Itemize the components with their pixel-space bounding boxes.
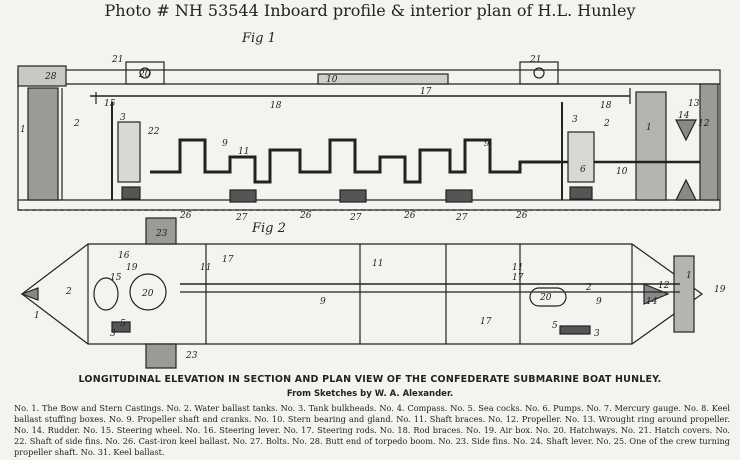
fwd-hatch: [125, 61, 165, 85]
plan-label-11: 11: [200, 263, 211, 273]
label-26c: 26: [515, 211, 528, 221]
label-2b: 2: [603, 119, 610, 129]
label-1b: 1: [20, 125, 26, 135]
plan-label-23b: 23: [185, 351, 198, 361]
drawing-caption: LONGITUDINAL ELEVATION IN SECTION AND PL…: [78, 374, 662, 385]
plan-label-19: 19: [126, 263, 138, 273]
label-2: 2: [73, 119, 80, 129]
plan-label-15: 15: [110, 273, 122, 283]
plan-label-17c: 17: [222, 255, 234, 265]
plan-label-2: 2: [65, 287, 72, 297]
label-27: 27: [235, 213, 248, 223]
stern-casting: [635, 91, 667, 201]
plan-label-20: 20: [141, 289, 154, 299]
label-6: 6: [580, 165, 586, 175]
plan-label-20b: 20: [539, 293, 552, 303]
label-1: 1: [646, 123, 652, 133]
label-17: 17: [420, 87, 432, 97]
label-14: 14: [678, 111, 690, 121]
plan-label-16: 16: [118, 251, 130, 261]
plan-label-2b: 2: [585, 283, 592, 293]
label-9: 9: [222, 139, 228, 149]
plan-label-19b: 19: [714, 285, 726, 295]
drawing-subcaption: From Sketches by W. A. Alexander.: [286, 389, 454, 399]
label-26b: 26: [403, 211, 416, 221]
label-3b: 3: [572, 115, 578, 125]
label-27c: 27: [455, 213, 468, 223]
plan-label-1: 1: [34, 311, 40, 321]
label-12: 12: [698, 119, 710, 129]
plan-label-3: 3: [110, 329, 116, 339]
fig2-label: Fig 2: [251, 221, 286, 236]
parts-legend: No. 1. The Bow and Stern Castings. No. 2…: [14, 403, 730, 457]
propeller-crankshaft: [150, 138, 560, 184]
air-box: [529, 287, 567, 307]
plan-label-5b: 5: [552, 321, 558, 331]
label-10b: 10: [616, 167, 628, 177]
plan-label-1b: 1: [686, 271, 692, 281]
plan-label-3b: 3: [594, 329, 600, 339]
plan-label-17: 17: [512, 273, 524, 283]
plan-label-11c: 11: [512, 263, 523, 273]
label-18: 18: [270, 101, 282, 111]
plan-hatch: [129, 273, 167, 311]
plan-label-9b: 9: [596, 297, 602, 307]
plan-view: [20, 217, 704, 369]
label-3: 3: [120, 113, 126, 123]
label-9b: 9: [484, 139, 490, 149]
aft-hatch: [519, 61, 559, 85]
label-18b: 18: [600, 101, 612, 111]
label-21b: 21: [529, 55, 541, 65]
plan-label-11b: 11: [372, 259, 383, 269]
plan-label-5: 5: [120, 319, 126, 329]
plan-label-9: 9: [320, 297, 326, 307]
plan-label-14: 14: [646, 297, 658, 307]
hunley-drawing: Fig 1: [17, 31, 726, 369]
elevation-numbers: 28 21 20 21 10 17 18 18 11 15 3 2 22 9 9…: [20, 55, 710, 223]
plan-label-17b: 17: [480, 317, 492, 327]
label-26: 26: [299, 211, 312, 221]
label-11: 11: [238, 147, 249, 157]
label-28: 28: [44, 72, 57, 82]
label-22: 22: [147, 127, 160, 137]
label-21: 21: [111, 55, 123, 65]
side-fin-bottom: [145, 343, 177, 369]
plan-label-12: 12: [658, 281, 670, 291]
plan-label-23: 23: [155, 229, 168, 239]
side-fin-top: [145, 217, 177, 245]
label-27b: 27: [349, 213, 362, 223]
label-20: 20: [138, 70, 151, 80]
label-15: 15: [104, 99, 116, 109]
elevation-view: [17, 61, 721, 211]
plan-numbers: 23 11 11 11 17 2 15 19 16 20 20 9 9 17 1…: [34, 229, 726, 361]
fig1-label: Fig 1: [241, 31, 276, 46]
label-10: 10: [326, 75, 338, 85]
label-26d: 26: [179, 211, 192, 221]
label-13: 13: [688, 99, 700, 109]
bow-casting: [27, 87, 59, 201]
page-title: Photo # NH 53544 Inboard profile & inter…: [104, 1, 636, 20]
